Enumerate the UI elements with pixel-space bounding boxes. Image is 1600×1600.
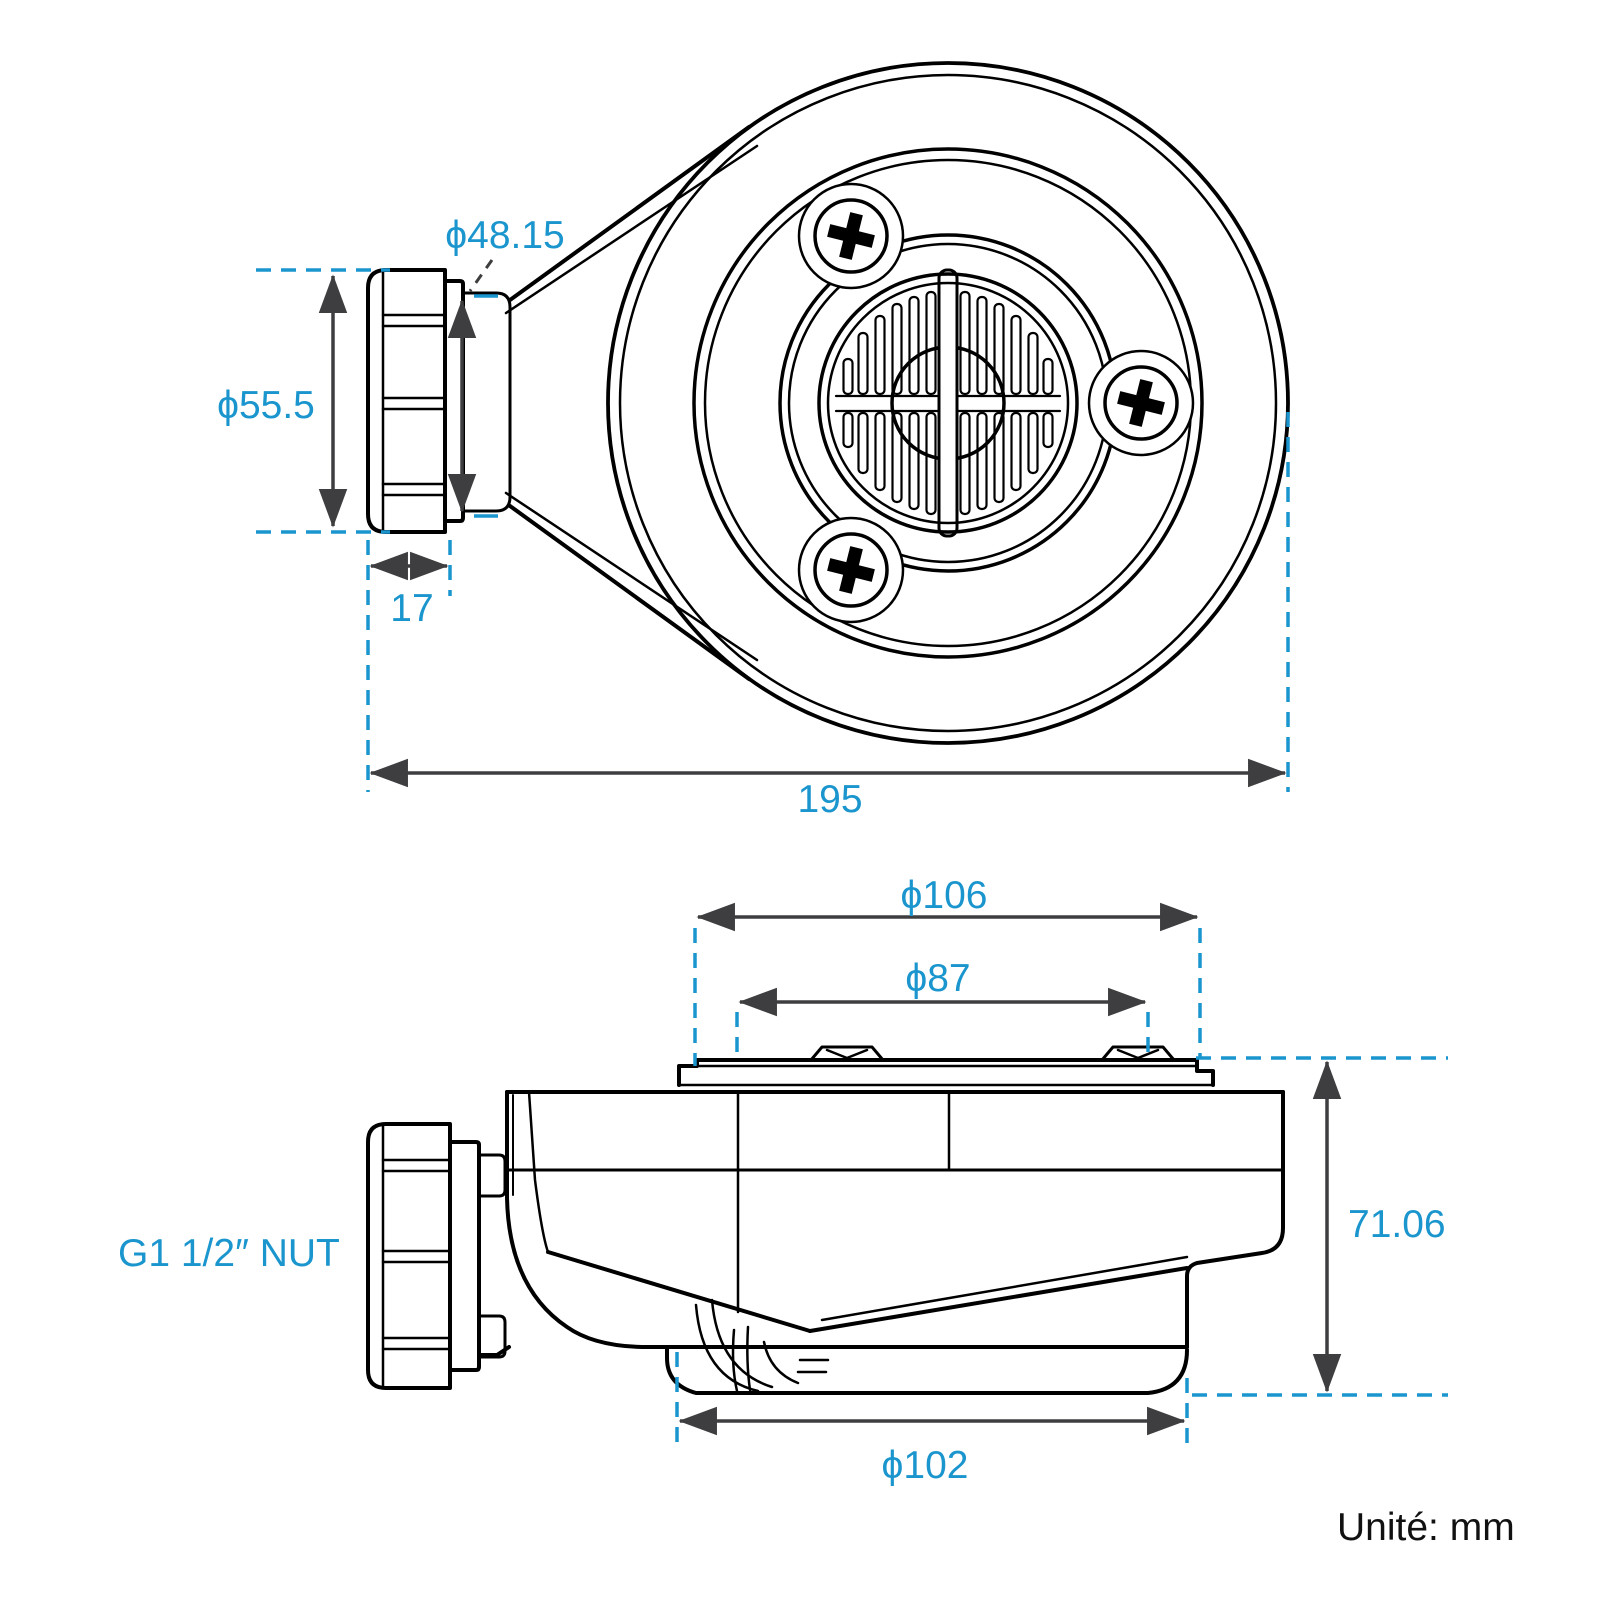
- grille-slots: [842, 290, 1054, 516]
- drain-grille: [817, 268, 1079, 538]
- outer-rim-circle: [606, 61, 1290, 745]
- screw-bottom-left: [813, 532, 889, 608]
- dim-7106: 71.06: [1192, 1056, 1448, 1397]
- outlet-funnel: [504, 125, 759, 681]
- nut-side: [366, 1122, 507, 1390]
- side-view: [366, 1045, 1285, 1395]
- dim-7106-label: 71.06: [1348, 1203, 1446, 1246]
- dim-195: 195: [366, 412, 1290, 821]
- dim-phi55: ϕ55.5: [217, 268, 390, 534]
- unit-note: Unité: mm: [1337, 1506, 1515, 1549]
- phillips-cross-icon: [827, 546, 875, 594]
- trap-body: [477, 1090, 1285, 1357]
- screw-right: [1103, 365, 1179, 441]
- mid-ring-circle: [692, 147, 1204, 659]
- dim-195-label: 195: [797, 778, 862, 821]
- top-view: [366, 61, 1290, 745]
- bottom-cup: [665, 1298, 1189, 1395]
- dim-phi106: ϕ106: [693, 874, 1202, 1066]
- outer-rim-inner-circle: [618, 73, 1278, 733]
- grille-outer-circle: [817, 272, 1079, 534]
- dim-phi55-label: ϕ55.5: [217, 384, 315, 427]
- dim-17-label: 17: [390, 587, 433, 630]
- dimensions-side-view: ϕ106 ϕ87 71.06 ϕ102: [675, 874, 1448, 1487]
- grille-outer-inner-circle: [826, 281, 1070, 525]
- phillips-cross-icon: [1117, 379, 1165, 427]
- nut-plan: [366, 268, 512, 534]
- screw-top-left: [813, 198, 889, 274]
- dim-phi48: ϕ48.15: [445, 214, 565, 518]
- dim-phi48-label: ϕ48.15: [445, 214, 564, 257]
- nut-size-label: G1 1/2″ NUT: [118, 1232, 340, 1275]
- flange: [677, 1045, 1215, 1087]
- phillips-cross-icon: [827, 212, 875, 260]
- screws: [813, 198, 1179, 608]
- dimensions-top-view: ϕ55.5 ϕ48.15 17 195: [217, 214, 1290, 821]
- dim-phi102-label: ϕ102: [882, 1444, 969, 1487]
- dim-phi106-label: ϕ106: [901, 874, 988, 917]
- dim-phi102: ϕ102: [675, 1352, 1189, 1487]
- grille-center-bar: [937, 268, 959, 538]
- dim-17: 17: [369, 540, 452, 630]
- dim-phi87: ϕ87: [735, 957, 1150, 1060]
- dim-phi87-label: ϕ87: [905, 957, 970, 1000]
